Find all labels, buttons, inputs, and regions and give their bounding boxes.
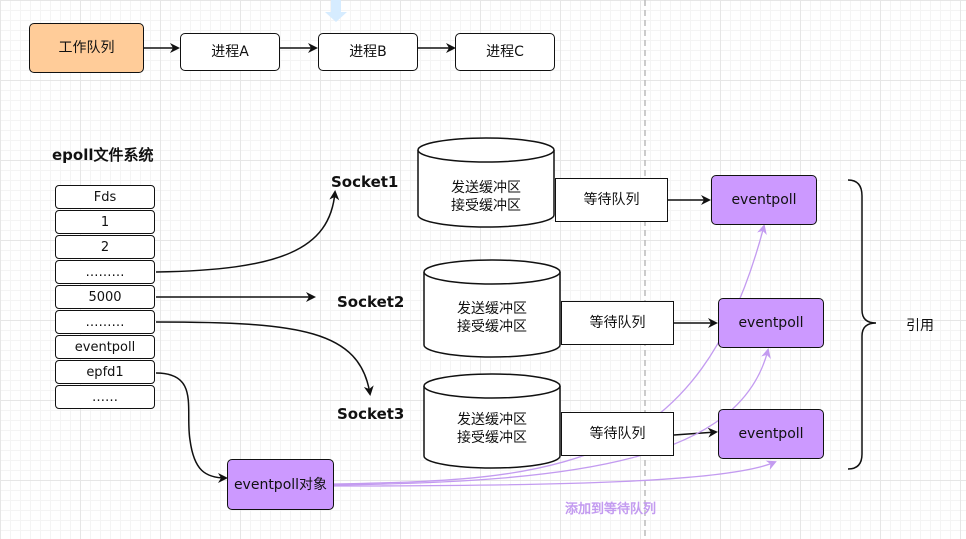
wait-queue-box-1: 等待队列 <box>555 178 668 222</box>
recv-buffer-label: 接受缓冲区 <box>457 319 527 335</box>
epoll-fs-title: epoll文件系统 <box>52 146 154 164</box>
process-c-box: 进程C <box>455 33 555 71</box>
faint-down-arrow-icon <box>325 0 347 22</box>
purple-ref-to-eventpoll2 <box>333 348 771 486</box>
reference-brace <box>847 179 877 470</box>
send-buffer-label: 发送缓冲区 <box>457 301 527 317</box>
socket1-buffer-text: 发送缓冲区 接受缓冲区 <box>416 179 556 215</box>
reference-label: 引用 <box>906 318 934 334</box>
eventpoll-object-box: eventpoll对象 <box>227 459 334 510</box>
fds-cell: 5000 <box>55 285 155 309</box>
fds-cell-epfd1: epfd1 <box>55 360 155 384</box>
eventpoll-box-3: eventpoll <box>718 409 824 459</box>
fds-cell-eventpoll: eventpoll <box>55 335 155 359</box>
fds-cell: 2 <box>55 235 155 259</box>
eventpoll-box-1: eventpoll <box>711 175 817 225</box>
socket1-buffer-cylinder <box>417 137 555 228</box>
recv-buffer-label: 接受缓冲区 <box>457 430 527 446</box>
wait-queue-box-3: 等待队列 <box>561 412 674 456</box>
arrow-waitq3-to-eventpoll <box>673 427 718 438</box>
socket2-buffer-cylinder <box>423 259 561 358</box>
arrow-fd-to-socket3 <box>155 321 374 396</box>
socket1-label: Socket1 <box>331 173 399 191</box>
purple-ref-to-eventpoll3 <box>333 460 777 487</box>
socket2-buffer-text: 发送缓冲区 接受缓冲区 <box>422 300 562 336</box>
socket2-label: Socket2 <box>337 293 405 311</box>
work-queue-box: 工作队列 <box>29 23 144 73</box>
socket3-buffer-cylinder <box>423 373 561 469</box>
socket3-buffer-text: 发送缓冲区 接受缓冲区 <box>422 411 562 447</box>
eventpoll-box-2: eventpoll <box>718 298 824 348</box>
process-b-box: 进程B <box>318 33 418 71</box>
add-to-wait-queue-label: 添加到等待队列 <box>565 502 657 517</box>
recv-buffer-label: 接受缓冲区 <box>451 198 521 214</box>
send-buffer-label: 发送缓冲区 <box>451 180 521 196</box>
fds-cell: ……… <box>55 310 155 334</box>
fds-cell: ……… <box>55 260 155 284</box>
fds-cell-header: Fds <box>55 185 155 209</box>
fds-cell: …… <box>55 385 155 409</box>
arrow-fd-to-socket1 <box>155 190 340 273</box>
send-buffer-label: 发送缓冲区 <box>457 412 527 428</box>
socket3-label: Socket3 <box>337 405 405 423</box>
fds-cell: 1 <box>55 210 155 234</box>
process-a-box: 进程A <box>180 33 280 71</box>
wait-queue-box-2: 等待队列 <box>561 301 674 345</box>
arrow-epfd1-to-object <box>155 372 228 483</box>
